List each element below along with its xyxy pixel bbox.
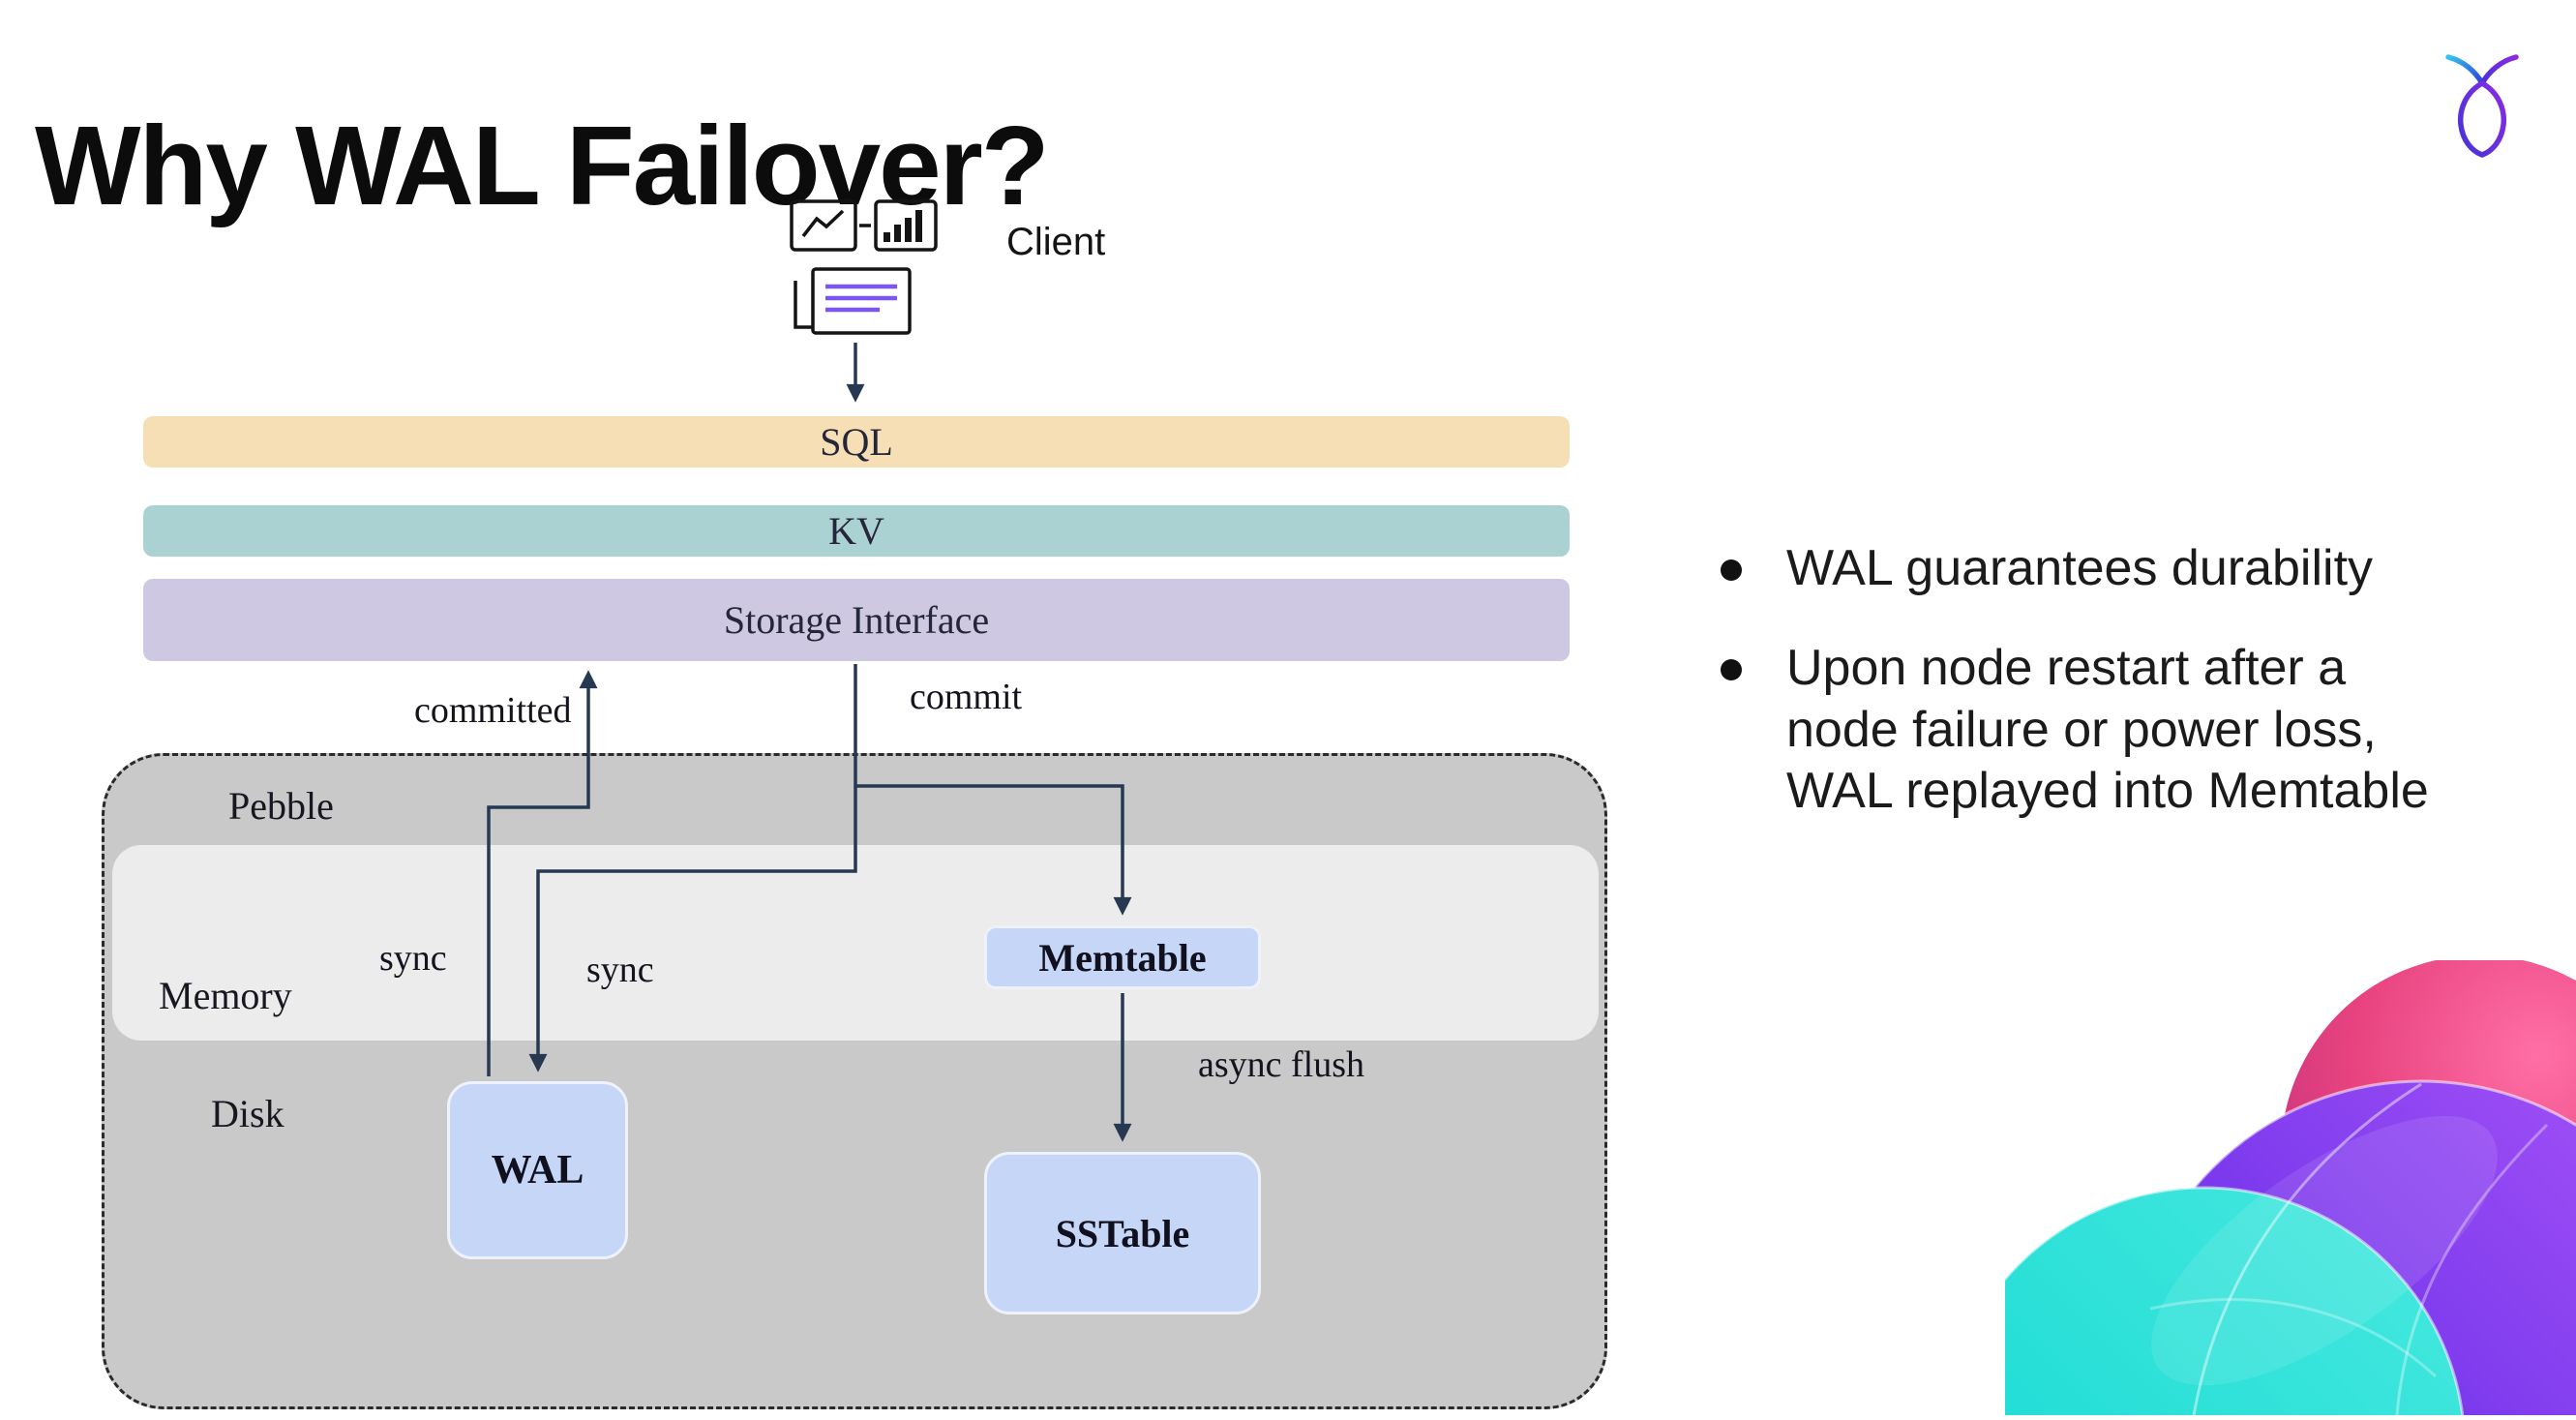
brand-artwork-svg	[1942, 955, 2576, 1420]
wal-box: WAL	[447, 1081, 628, 1259]
pebble-container: Pebble Memory Disk	[102, 753, 1607, 1409]
client-label: Client	[1006, 221, 1106, 263]
bullet-text: WAL guarantees durability	[1786, 540, 2374, 596]
edge-label-commit: commit	[910, 677, 1023, 717]
client-chart-icon	[790, 199, 938, 252]
cockroachdb-logo-svg	[2445, 54, 2519, 158]
memory-band	[112, 845, 1599, 1041]
edge-label-sync-ack: sync	[379, 938, 447, 979]
layer-storage-interface: Storage Interface	[143, 579, 1570, 661]
memory-label: Memory	[159, 974, 292, 1017]
edge-label-committed: committed	[414, 690, 572, 731]
client-icon	[779, 194, 944, 344]
sstable-box: SSTable	[984, 1152, 1261, 1314]
layer-sql-label: SQL	[820, 420, 893, 464]
sstable-box-label: SSTable	[1055, 1211, 1190, 1255]
bullet-item: Upon node restart after a node failure o…	[1721, 638, 2553, 822]
slide-title: Why WAL Failover?	[35, 102, 1050, 228]
brand-artwork	[1942, 955, 2576, 1420]
client-bars-icon	[884, 210, 922, 242]
memtable-box: Memtable	[984, 925, 1261, 989]
layer-sql: SQL	[143, 416, 1570, 468]
cockroachdb-logo-icon	[2437, 52, 2528, 159]
wal-box-label: WAL	[491, 1148, 584, 1193]
bullet-item: WAL guarantees durability	[1721, 538, 2553, 599]
bullet-dot-icon	[1721, 659, 1742, 681]
layer-storage-interface-label: Storage Interface	[723, 598, 990, 642]
bullet-list: WAL guarantees durability Upon node rest…	[1721, 538, 2553, 861]
edge-label-async-flush: async flush	[1198, 1044, 1365, 1085]
client-icon-svg	[790, 199, 938, 335]
disk-label: Disk	[211, 1092, 285, 1135]
memtable-box-label: Memtable	[1038, 935, 1207, 980]
pebble-label: Pebble	[228, 784, 334, 828]
layer-kv-label: KV	[828, 509, 884, 553]
layer-kv: KV	[143, 505, 1570, 557]
edge-label-sync-write: sync	[586, 950, 654, 990]
bullet-text: Upon node restart after a node failure o…	[1786, 640, 2429, 820]
client-document-icon	[794, 267, 912, 335]
bullet-dot-icon	[1721, 559, 1742, 581]
